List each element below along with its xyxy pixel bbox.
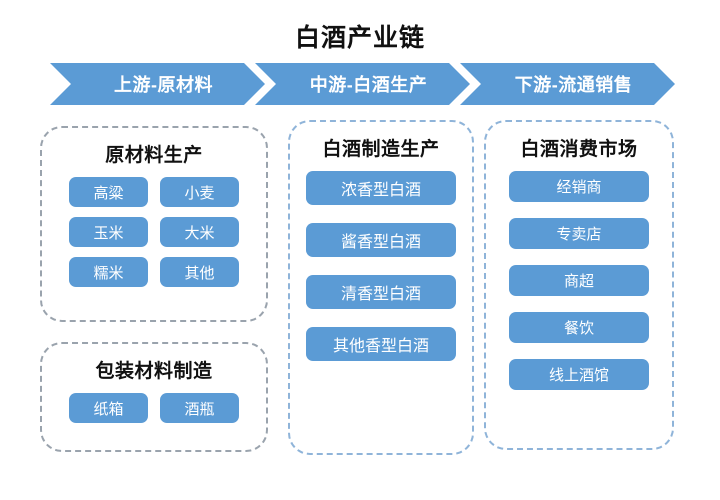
chip-list-consumer: 经销商 专卖店 商超 餐饮 线上酒馆 [486, 171, 672, 390]
group-box-manufacturing: 白酒制造生产 浓香型白酒 酱香型白酒 清香型白酒 其他香型白酒 [288, 120, 474, 455]
chip-raw-material-2[interactable]: 玉米 [69, 217, 148, 247]
chip-raw-material-0[interactable]: 高粱 [69, 177, 148, 207]
chip-manufacturing-0[interactable]: 浓香型白酒 [306, 171, 456, 205]
stage-chevron-band: 上游-原材料 中游-白酒生产 下游-流通销售 [50, 63, 675, 105]
group-box-packaging: 包装材料制造 纸箱 酒瓶 [40, 342, 268, 452]
chip-manufacturing-3[interactable]: 其他香型白酒 [306, 327, 456, 361]
group-title-consumer: 白酒消费市场 [520, 139, 638, 160]
chip-raw-material-4[interactable]: 糯米 [69, 257, 148, 287]
group-title-packaging: 包装材料制造 [95, 361, 213, 382]
chip-consumer-2[interactable]: 商超 [509, 265, 649, 296]
stage-chevron-downstream-label: 下游-流通销售 [514, 75, 633, 95]
chip-manufacturing-2[interactable]: 清香型白酒 [306, 275, 456, 309]
stage-chevron-midstream[interactable]: 中游-白酒生产 [255, 63, 470, 105]
page-title: 白酒产业链 [294, 24, 425, 52]
chip-packaging-1[interactable]: 酒瓶 [160, 393, 239, 423]
stage-chevron-upstream-label: 上游-原材料 [114, 75, 213, 95]
stage-chevron-upstream[interactable]: 上游-原材料 [50, 63, 265, 105]
chip-consumer-0[interactable]: 经销商 [509, 171, 649, 202]
chip-manufacturing-1[interactable]: 酱香型白酒 [306, 223, 456, 257]
chip-grid-packaging: 纸箱 酒瓶 [42, 393, 266, 423]
chip-raw-material-1[interactable]: 小麦 [160, 177, 239, 207]
chip-consumer-3[interactable]: 餐饮 [509, 312, 649, 343]
chip-consumer-1[interactable]: 专卖店 [509, 218, 649, 249]
chip-grid-raw-material: 高粱 小麦 玉米 大米 糯米 其他 [42, 177, 266, 287]
chip-raw-material-3[interactable]: 大米 [160, 217, 239, 247]
chip-consumer-4[interactable]: 线上酒馆 [509, 359, 649, 390]
stage-chevron-midstream-label: 中游-白酒生产 [309, 75, 428, 95]
chip-list-manufacturing: 浓香型白酒 酱香型白酒 清香型白酒 其他香型白酒 [290, 171, 472, 361]
group-box-consumer: 白酒消费市场 经销商 专卖店 商超 餐饮 线上酒馆 [484, 120, 674, 450]
stage-chevron-downstream[interactable]: 下游-流通销售 [460, 63, 675, 105]
group-title-manufacturing: 白酒制造生产 [322, 139, 440, 160]
chip-raw-material-5[interactable]: 其他 [160, 257, 239, 287]
group-box-raw-material: 原材料生产 高粱 小麦 玉米 大米 糯米 其他 [40, 126, 268, 322]
group-title-raw-material: 原材料生产 [105, 145, 203, 166]
chip-packaging-0[interactable]: 纸箱 [69, 393, 148, 423]
